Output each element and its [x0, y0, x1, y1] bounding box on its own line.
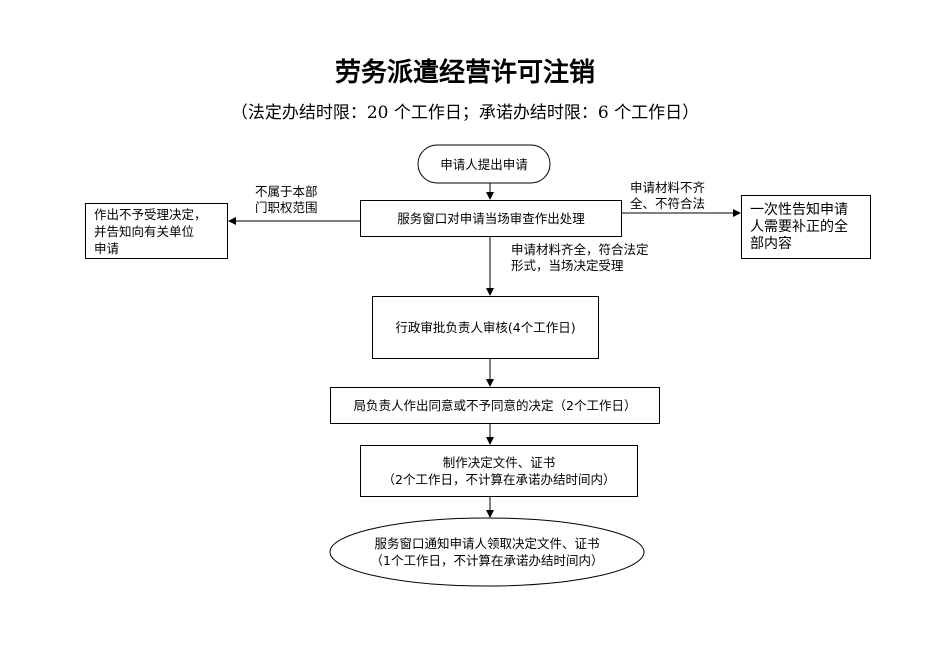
finish-line: （1个工作日，不计算在承诺办结时间内）: [370, 553, 604, 568]
decide-node-text: 局负责人作出同意或不予同意的决定（2个工作日）: [353, 398, 637, 413]
page-title: 劳务派遣经营许可注销: [334, 58, 595, 88]
finish-node-shape: [329, 517, 645, 587]
start-node: 申请人提出申请: [418, 145, 550, 183]
approve-node-text: 行政审批负责人审核(4个工作日): [395, 320, 576, 335]
edge-label-line: 全、不符合法: [630, 196, 706, 211]
reject-line: 并告知向有关单位: [94, 223, 195, 239]
reject-line: 申请: [94, 240, 120, 256]
review-node: 服务窗口对申请当场审查作出处理: [360, 200, 622, 237]
finish-line: 服务窗口通知申请人领取决定文件、证书: [374, 536, 600, 551]
approve-node: 行政审批负责人审核(4个工作日): [372, 296, 599, 359]
start-node-text: 申请人提出申请: [440, 156, 528, 172]
start-node-shape: [417, 144, 551, 184]
notify-line: 人需要补正的全: [750, 218, 848, 235]
notify-node: 一次性告知申请人需要补正的全部内容: [741, 195, 871, 259]
edge-label-right: 申请材料不齐全、不符合法: [630, 180, 705, 212]
finish-node: 服务窗口通知申请人领取决定文件、证书 （1个工作日，不计算在承诺办结时间内）: [330, 518, 644, 586]
edge-label-line: 门职权范围: [255, 200, 318, 215]
edge-label-line: 不属于本部: [255, 184, 318, 199]
edge-label-down: 申请材料齐全，符合法定形式，当场决定受理: [511, 242, 649, 274]
edge-label-line: 申请材料齐全，符合法定: [511, 242, 649, 257]
reject-node: 作出不予受理决定，并告知向有关单位申请: [85, 203, 228, 259]
produce-line: 制作决定文件、证书: [442, 455, 556, 470]
notify-line: 一次性告知申请: [750, 201, 848, 218]
edge-label-left: 不属于本部门职权范围: [255, 184, 318, 216]
edge-label-line: 形式，当场决定受理: [511, 258, 624, 273]
reject-line: 作出不予受理决定，: [94, 206, 207, 222]
produce-node: 制作决定文件、证书 （2个工作日，不计算在承诺办结时间内）: [360, 445, 638, 497]
produce-line: （2个工作日，不计算在承诺办结时间内）: [382, 472, 616, 487]
notify-line: 部内容: [750, 235, 792, 252]
decide-node: 局负责人作出同意或不予同意的决定（2个工作日）: [330, 387, 660, 424]
edge-label-line: 申请材料不齐: [630, 180, 706, 195]
review-node-text: 服务窗口对申请当场审查作出处理: [397, 211, 585, 226]
page-subtitle: （法定办结时限：20 个工作日；承诺办结时限：6 个工作日）: [230, 103, 700, 123]
